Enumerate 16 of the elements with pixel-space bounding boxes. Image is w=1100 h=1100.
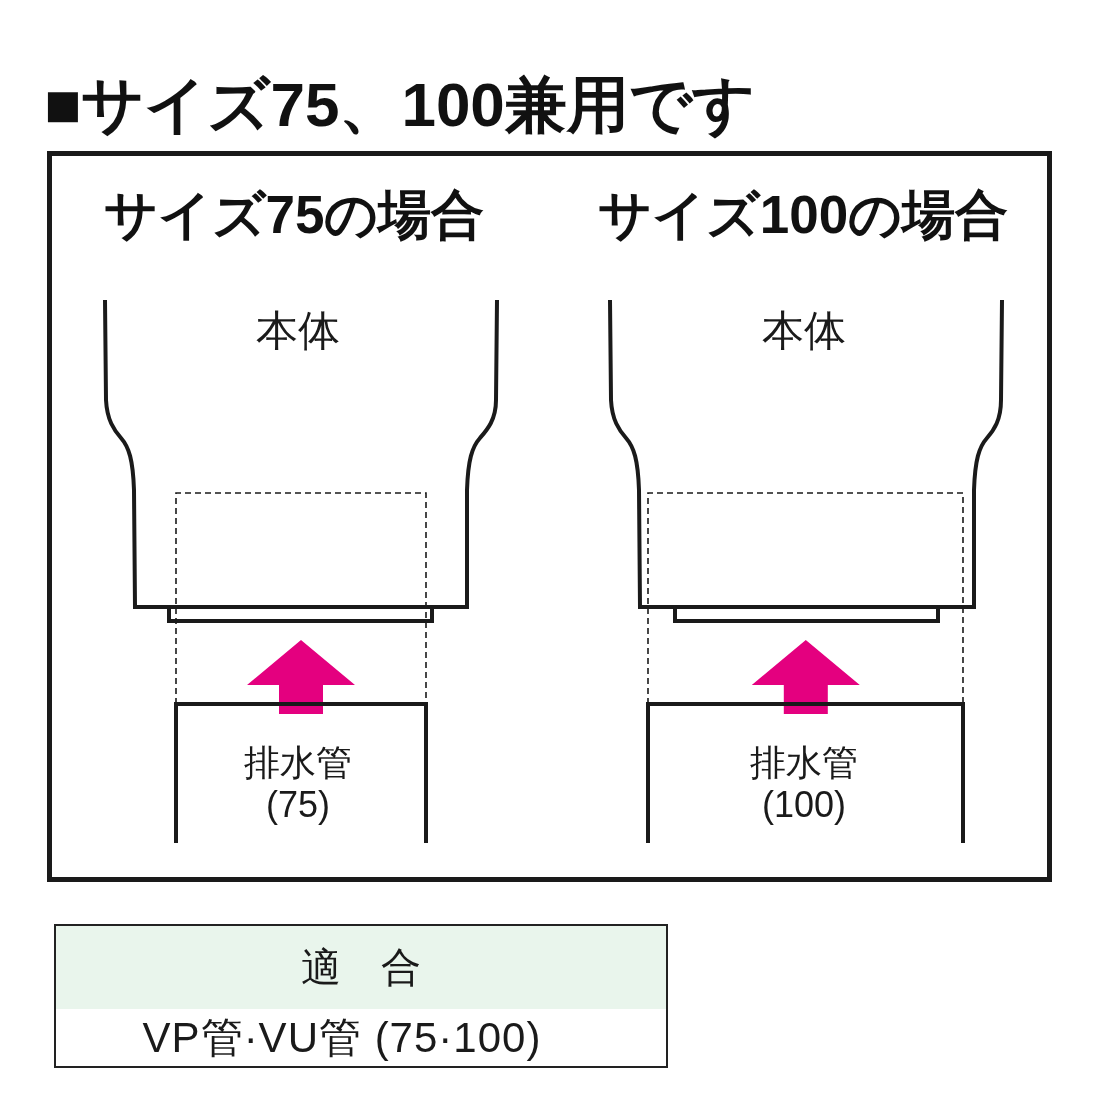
frame — [47, 151, 1052, 882]
fitting-body — [103, 300, 499, 609]
panel-heading: サイズ100の場合 — [597, 185, 1009, 245]
arrow — [247, 640, 355, 714]
drain-pipe — [646, 702, 965, 843]
pipe-label: 排水管 (75) — [243, 742, 353, 826]
body-label: 本体 — [762, 307, 846, 355]
title: ■サイズ75、100兼用です — [44, 70, 755, 140]
body-label: 本体 — [256, 307, 340, 355]
header-cell: 適 合 — [54, 924, 668, 1011]
panel-heading: サイズ75の場合 — [103, 185, 485, 245]
table-cell: VP管·VU管 (75·100) — [54, 1009, 668, 1068]
drain-pipe — [174, 702, 428, 843]
arrow — [751, 640, 860, 714]
pipe-label: 排水管 (100) — [749, 742, 859, 826]
fitting-body — [608, 300, 1004, 609]
